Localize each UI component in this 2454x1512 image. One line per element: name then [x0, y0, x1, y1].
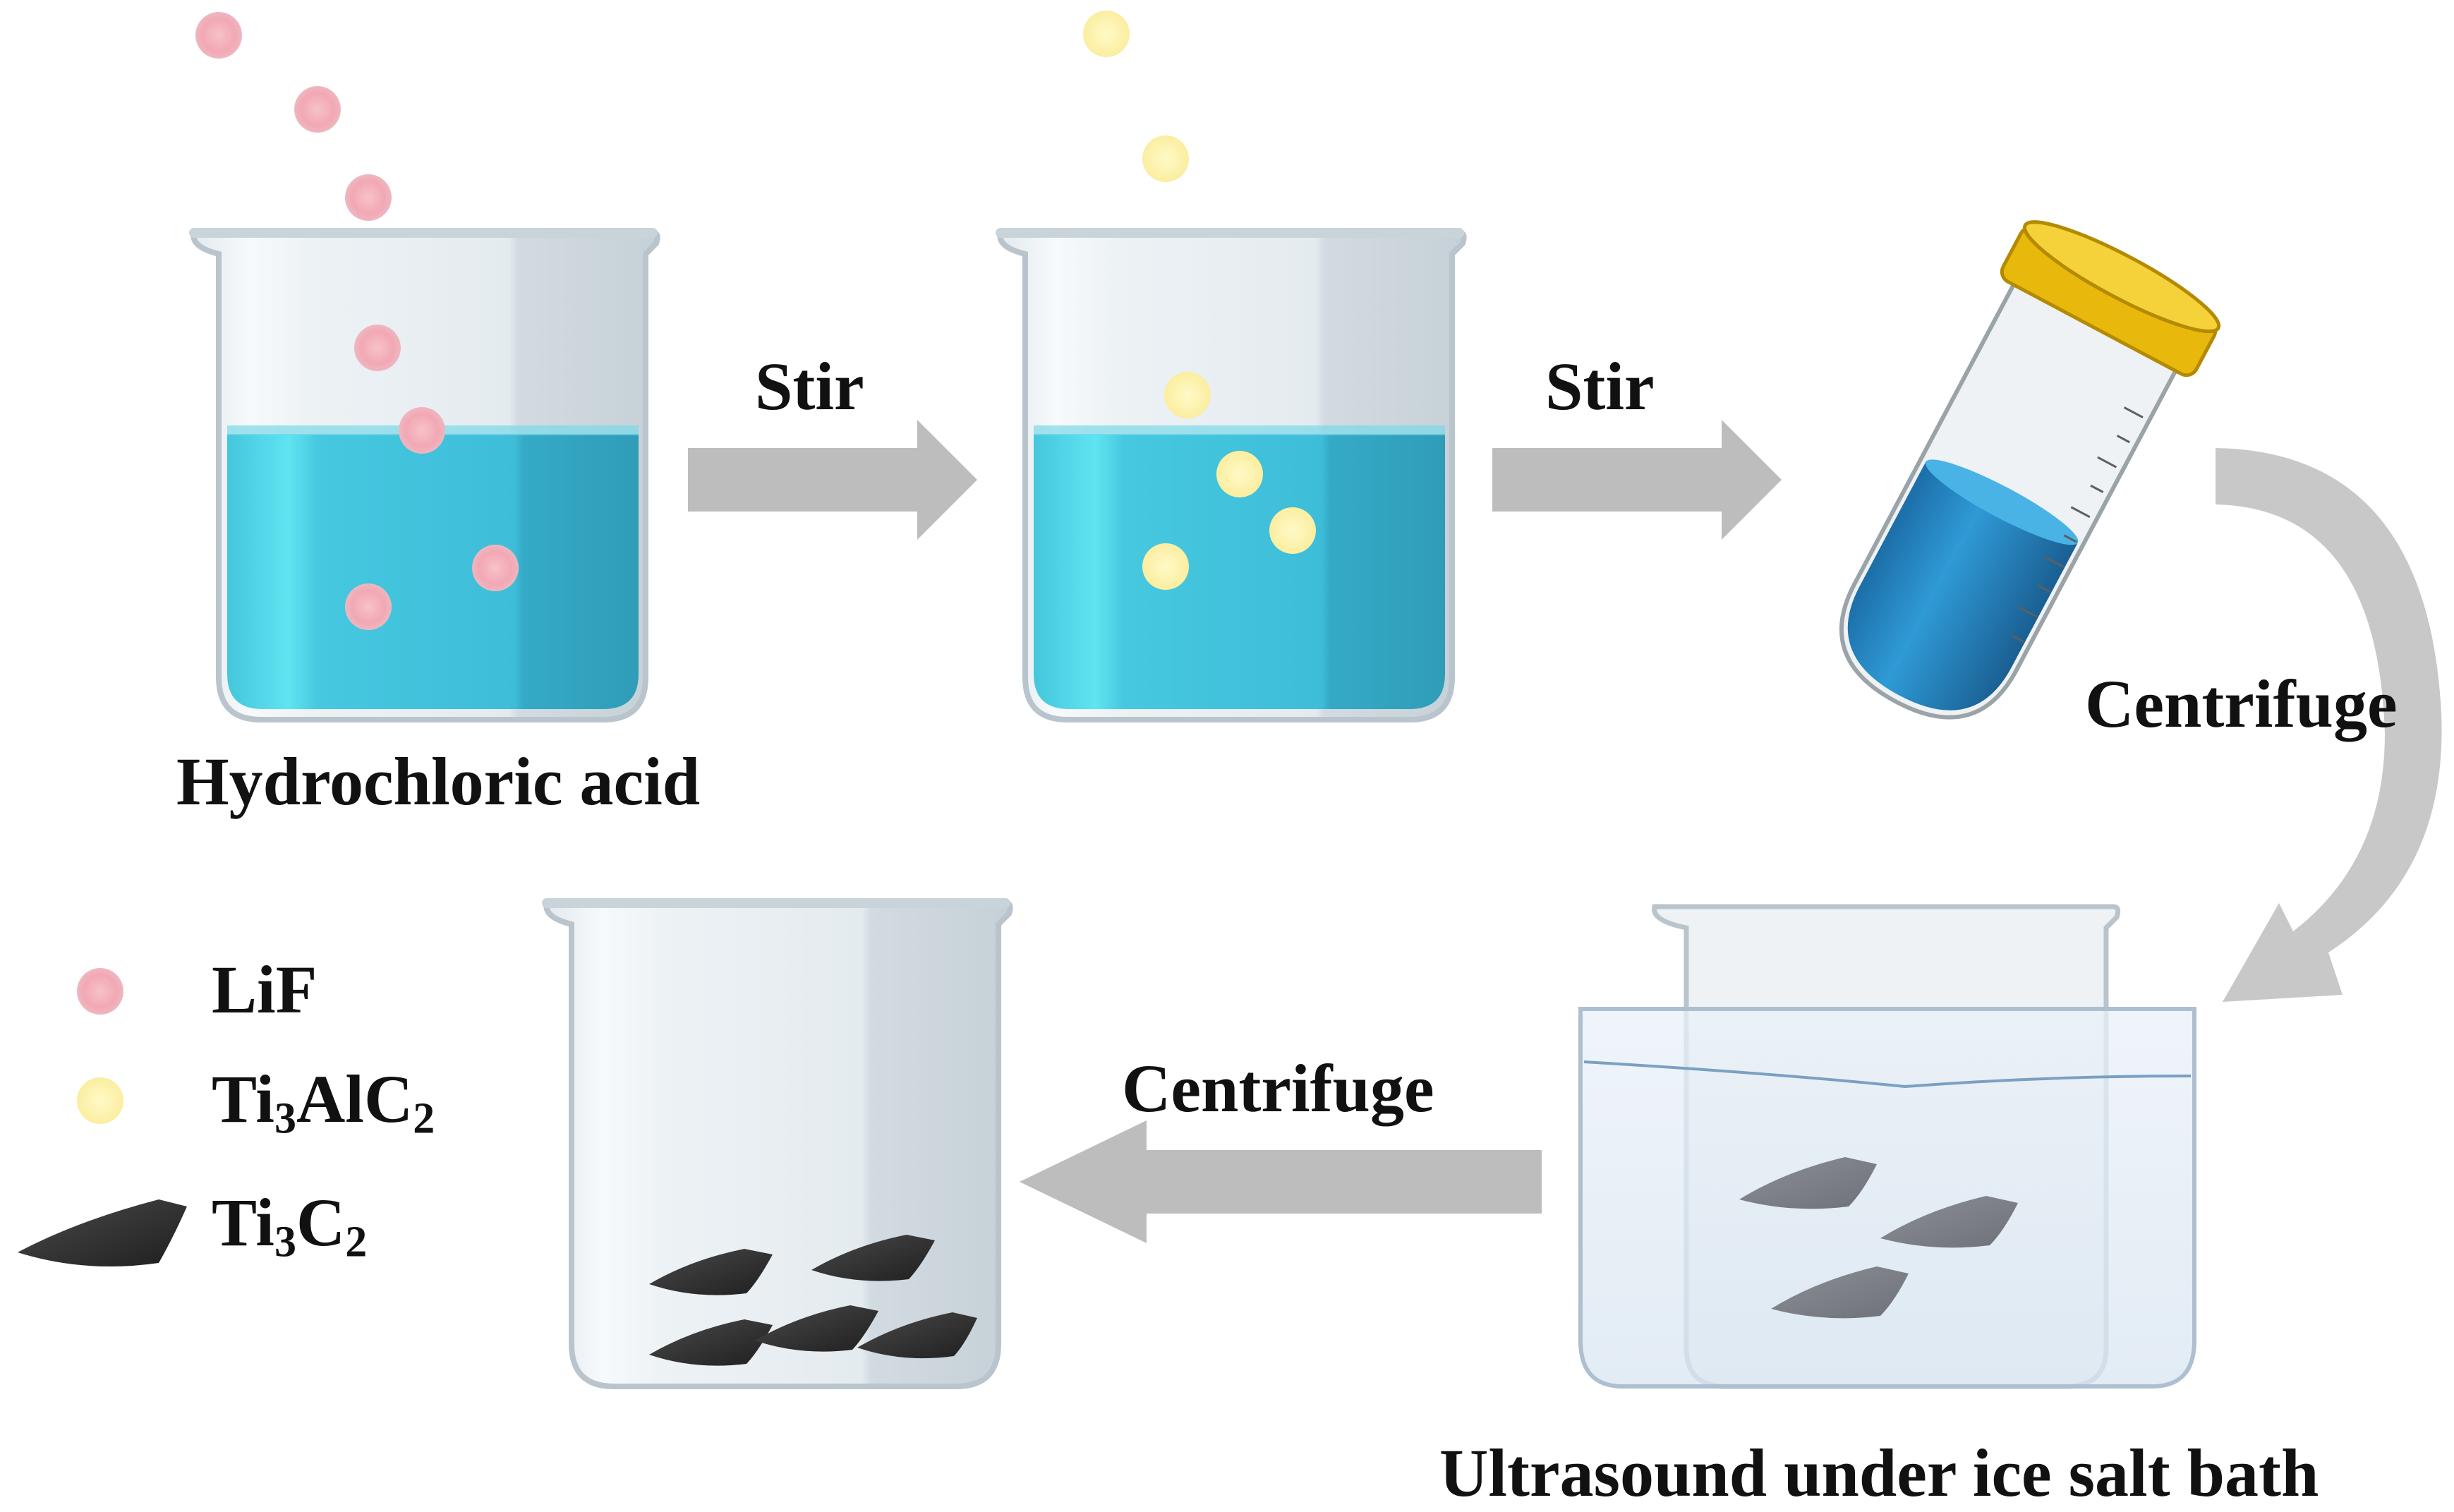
- ti3alc2-particle: [1083, 11, 1130, 57]
- lif-particle: [345, 583, 392, 630]
- ti3alc2-particle: [1269, 507, 1316, 554]
- legend-lif-icon: [77, 968, 123, 1015]
- stir-label-1: Stir: [755, 349, 864, 424]
- beaker-hydrochloric-acid: [189, 12, 660, 722]
- ti3c2-flake: [857, 1312, 977, 1359]
- lif-particle: [354, 325, 401, 371]
- lif-particle: [195, 12, 242, 59]
- beaker-ti3c2: [542, 898, 1013, 1389]
- lif-particle: [472, 545, 519, 591]
- ice-salt-bath: [1578, 904, 2196, 1389]
- ti3c2-flake: [755, 1305, 878, 1352]
- ti3alc2-particle: [1164, 372, 1211, 418]
- ti3c2-flake: [649, 1319, 773, 1366]
- arrow-left: [1020, 1120, 1542, 1243]
- hydrochloric-acid-label: Hydrochloric acid: [176, 744, 701, 819]
- legend-ti3alc2-icon: [77, 1077, 123, 1124]
- lif-particle: [345, 174, 392, 221]
- legend-ti3c2-icon: [18, 1199, 187, 1266]
- legend-lif-label: LiF: [212, 952, 318, 1027]
- arrow-right-2: [1492, 420, 1782, 540]
- ti3c2-flake: [1880, 1196, 2018, 1248]
- legend-ti3c2-label: Ti3C2: [212, 1185, 368, 1266]
- ti3alc2-particle: [1216, 451, 1263, 497]
- lif-particle: [294, 86, 341, 133]
- centrifuge-label-right: Centrifuge: [2085, 666, 2398, 742]
- ti3alc2-particle: [1142, 543, 1189, 590]
- centrifuge-label-bottom: Centrifuge: [1122, 1051, 1434, 1126]
- ti3c2-flake: [811, 1235, 935, 1281]
- ti3alc2-particle: [1142, 135, 1189, 182]
- ti3c2-flake: [649, 1249, 773, 1295]
- beaker-ti3alc2: [996, 11, 1467, 722]
- centrifuge-tube: [1839, 220, 2221, 720]
- ti3c2-flake: [1771, 1266, 1909, 1319]
- arrow-curved-down: [2216, 448, 2442, 1002]
- stir-label-2: Stir: [1545, 349, 1655, 424]
- arrow-right-1: [688, 420, 977, 540]
- legend-ti3alc2-label: Ti3AlC2: [212, 1061, 435, 1143]
- lif-particle: [399, 407, 445, 454]
- ti3c2-flake: [1739, 1157, 1877, 1209]
- ultrasound-label: Ultrasound under ice salt bath: [1439, 1435, 2319, 1511]
